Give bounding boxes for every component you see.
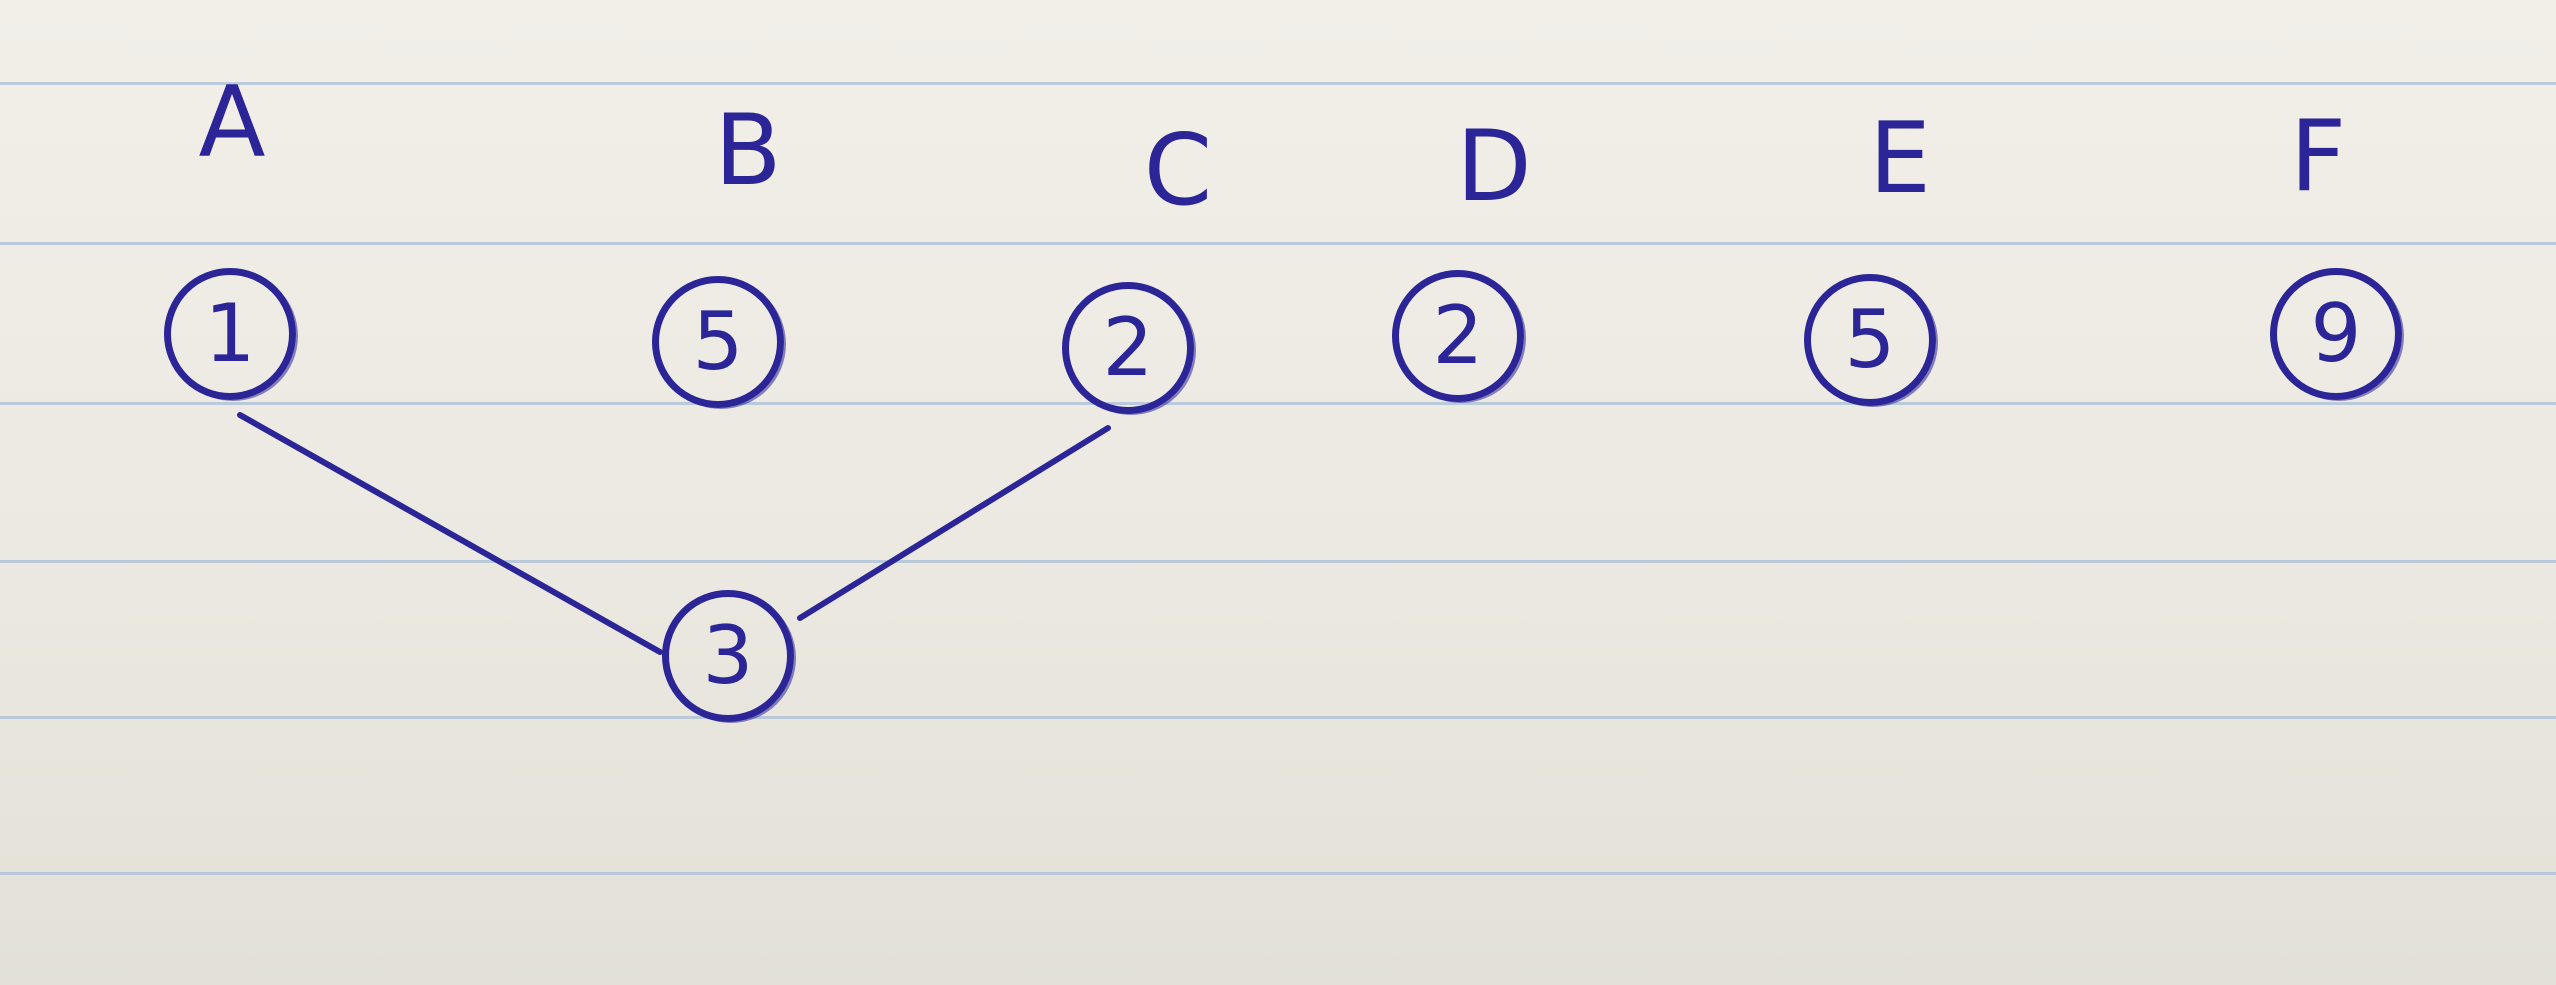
- ruled-line: [0, 242, 2556, 245]
- column-label-e: E: [1869, 102, 1931, 216]
- node-b-value: 5: [692, 295, 744, 388]
- node-d: 2: [1392, 270, 1524, 402]
- node-c-value: 2: [1102, 301, 1154, 394]
- ruled-line: [0, 402, 2556, 405]
- node-d-value: 2: [1432, 289, 1484, 382]
- node-e-value: 5: [1844, 293, 1896, 386]
- ruled-line: [0, 872, 2556, 875]
- node-a: 1: [164, 268, 296, 400]
- column-label-d: D: [1456, 110, 1532, 224]
- node-f-value: 9: [2310, 287, 2362, 380]
- node-c: 2: [1062, 282, 1194, 414]
- node-b: 5: [652, 276, 784, 408]
- column-label-f: F: [2289, 100, 2347, 214]
- column-label-c: C: [1143, 114, 1213, 228]
- node-merged: 3: [662, 590, 794, 722]
- edge-a-to-3: [237, 412, 663, 655]
- column-label-b: B: [714, 94, 782, 208]
- node-a-value: 1: [204, 287, 256, 380]
- column-label-a: A: [198, 66, 266, 180]
- node-e: 5: [1804, 274, 1936, 406]
- ruled-line: [0, 716, 2556, 719]
- ruled-line: [0, 82, 2556, 85]
- edge-c-to-3: [797, 425, 1111, 621]
- ruled-line: [0, 560, 2556, 563]
- node-f: 9: [2270, 268, 2402, 400]
- node-merged-value: 3: [702, 609, 754, 702]
